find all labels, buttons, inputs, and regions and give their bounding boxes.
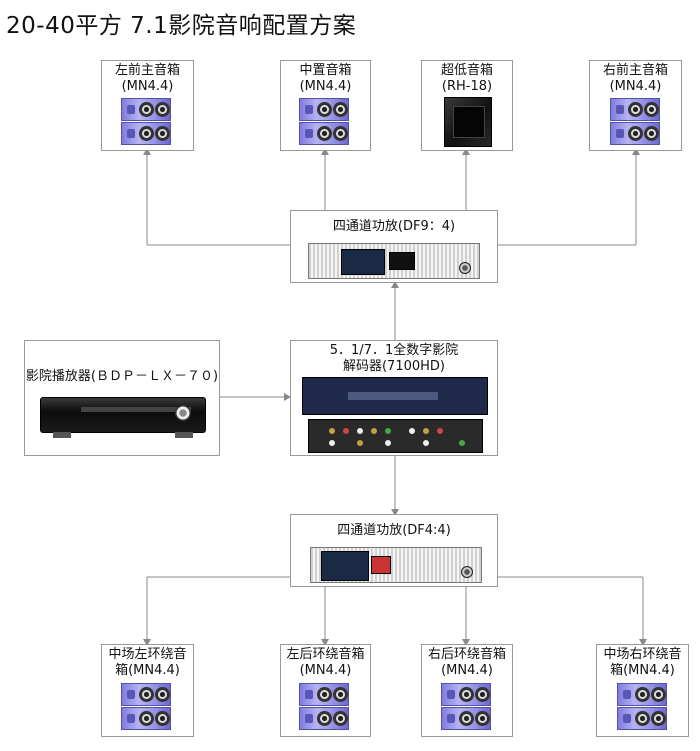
- speaker-icon: [121, 683, 173, 731]
- subwoofer-icon: [444, 97, 492, 147]
- decoder-label: 5．1/7．1全数字影院 解码器(7100HD): [329, 343, 459, 374]
- center-speaker-label: 中置音箱 (MN4.4): [299, 63, 352, 94]
- rear-amplifier-box: 四通道功放(DF4:4): [290, 514, 498, 587]
- speaker-icon: [617, 683, 669, 731]
- speaker-icon: [299, 98, 351, 146]
- front-left-speaker-box: 左前主音箱 (MN4.4): [101, 60, 194, 151]
- mid-left-surround-label: 中场左环绕音 箱(MN4.4): [108, 647, 187, 678]
- front-amplifier-box: 四通道功放(DF9：4): [290, 210, 498, 283]
- rear-right-surround-box: 右后环绕音箱 (MN4.4): [421, 644, 513, 737]
- page-title: 20-40平方 7.1影院音响配置方案: [6, 13, 357, 39]
- amplifier-icon: [310, 547, 482, 583]
- front-amplifier-label: 四通道功放(DF9：4): [332, 219, 456, 234]
- decoder-front-icon: [302, 377, 488, 415]
- rear-left-surround-box: 左后环绕音箱 (MN4.4): [280, 644, 371, 737]
- player-label: 影院播放器(ＢＤＰ－ＬＸ－７０): [25, 369, 219, 384]
- decoder-rear-icon: [308, 419, 483, 453]
- speaker-icon: [121, 98, 173, 146]
- blu-ray-player-icon: [40, 397, 206, 438]
- subwoofer-label: 超低音箱 (RH-18): [440, 63, 493, 94]
- front-left-speaker-label: 左前主音箱 (MN4.4): [114, 63, 180, 94]
- mid-right-surround-label: 中场右环绕音 箱(MN4.4): [603, 647, 682, 678]
- amplifier-icon: [308, 243, 480, 279]
- rear-left-surround-label: 左后环绕音箱 (MN4.4): [286, 647, 365, 678]
- speaker-icon: [299, 683, 351, 731]
- center-speaker-box: 中置音箱 (MN4.4): [280, 60, 371, 151]
- decoder-box: 5．1/7．1全数字影院 解码器(7100HD): [290, 340, 498, 456]
- front-right-speaker-label: 右前主音箱 (MN4.4): [602, 63, 668, 94]
- subwoofer-box: 超低音箱 (RH-18): [421, 60, 513, 151]
- rear-right-surround-label: 右后环绕音箱 (MN4.4): [427, 647, 506, 678]
- mid-right-surround-box: 中场右环绕音 箱(MN4.4): [596, 644, 689, 737]
- player-box: 影院播放器(ＢＤＰ－ＬＸ－７０): [24, 340, 220, 456]
- mid-left-surround-box: 中场左环绕音 箱(MN4.4): [101, 644, 194, 737]
- speaker-icon: [441, 683, 493, 731]
- front-right-speaker-box: 右前主音箱 (MN4.4): [589, 60, 682, 151]
- rear-amplifier-label: 四通道功放(DF4:4): [337, 523, 451, 538]
- speaker-icon: [610, 98, 662, 146]
